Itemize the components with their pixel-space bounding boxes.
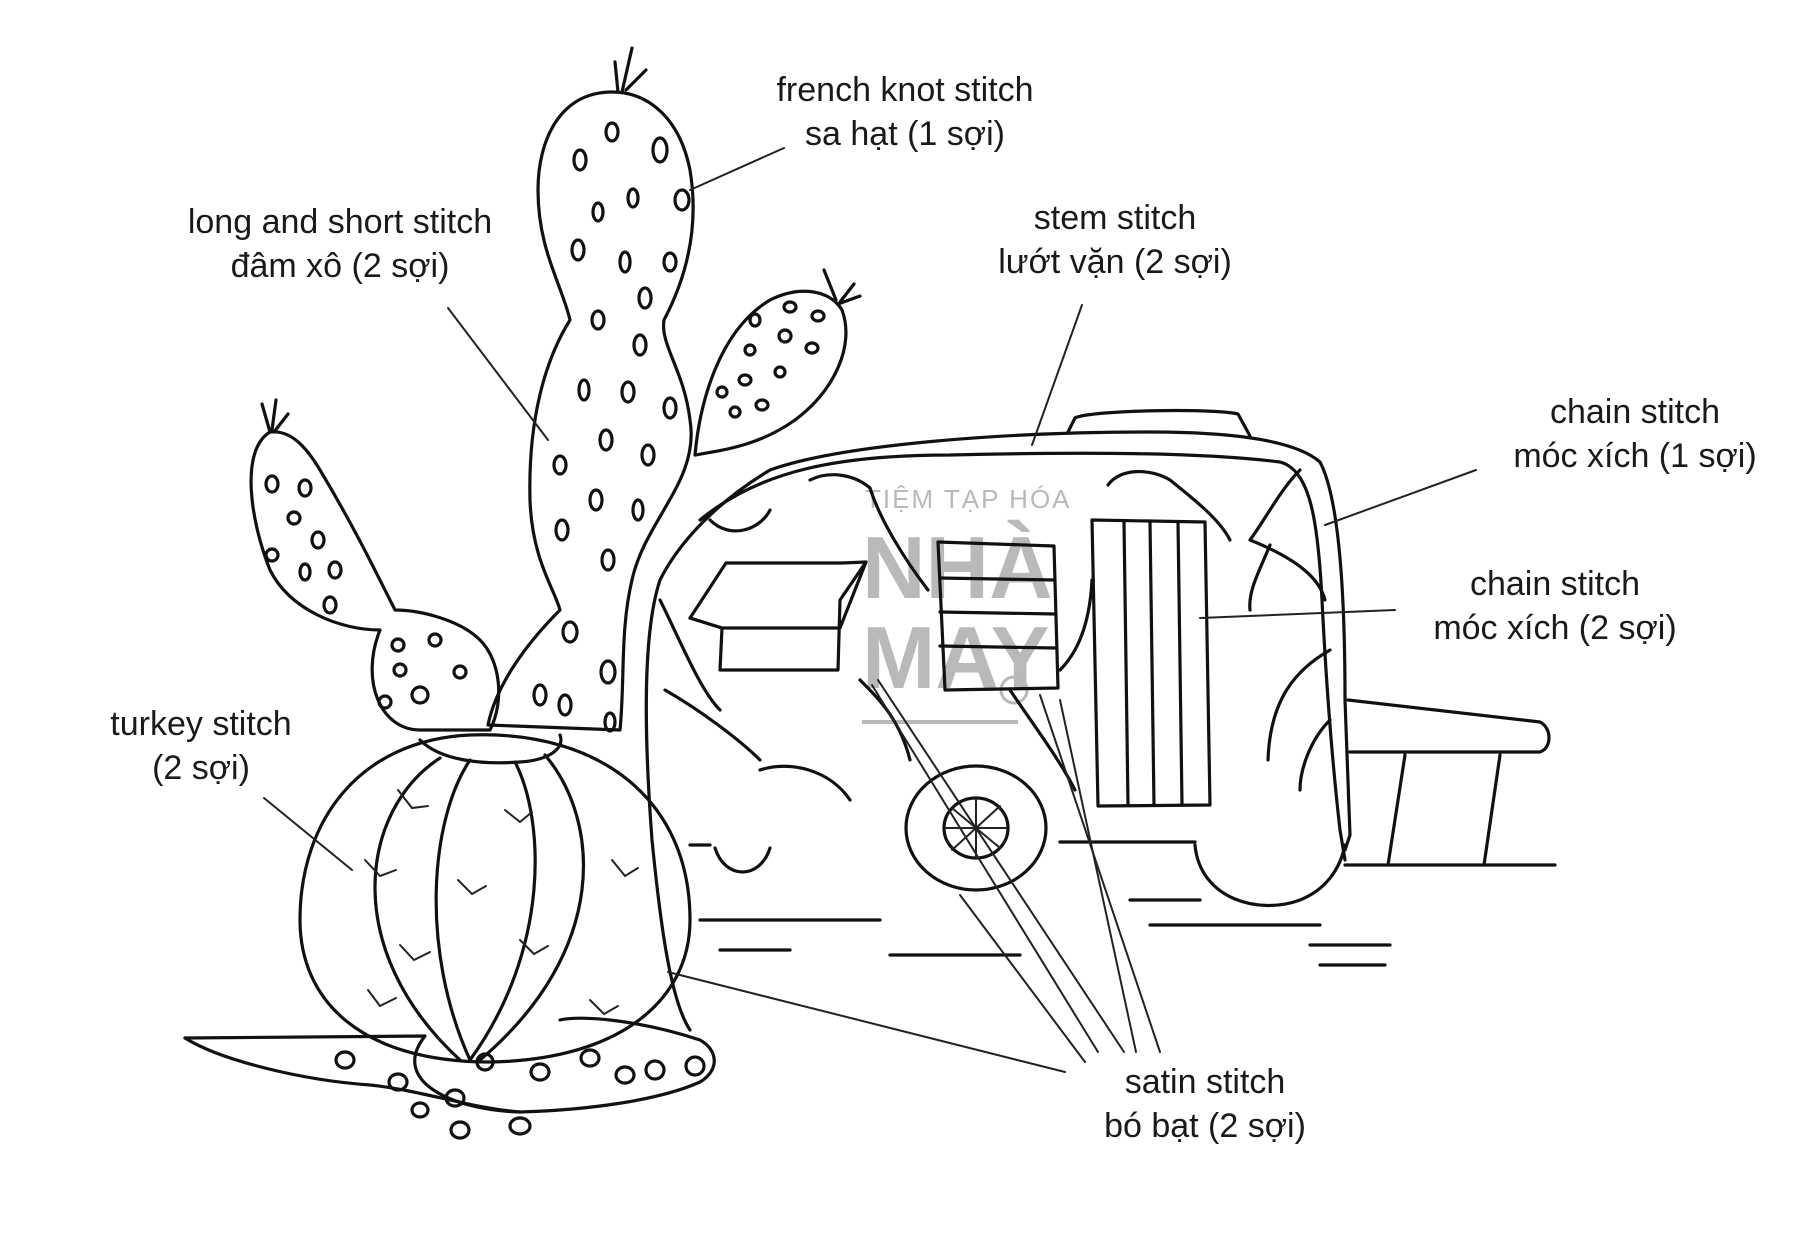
leader-lines	[263, 147, 1477, 1073]
ground-lines	[698, 898, 1392, 967]
label-chain-2: chain stitch móc xích (2 sợi)	[1420, 562, 1690, 650]
watermark-line1: TIỆM TẠP HÓA	[865, 484, 1072, 514]
label-chain-1-line2: móc xích (1 sợi)	[1513, 437, 1757, 475]
label-french-knot: french knot stitch sa hạt (1 sợi)	[770, 68, 1040, 156]
label-long-short: long and short stitch đâm xô (2 sợi)	[170, 200, 510, 288]
watermark-line2: NHÀ	[862, 518, 1053, 617]
leader-satin-5	[1039, 694, 1161, 1053]
label-turkey-line1: turkey stitch	[110, 705, 292, 743]
leader-turkey	[263, 797, 353, 871]
leader-satin-2	[871, 684, 1099, 1053]
label-long-short-line2: đâm xô (2 sợi)	[230, 247, 450, 285]
leader-satin-1	[667, 971, 1066, 1073]
label-stem: stem stitch lướt vặn (2 sợi)	[990, 196, 1240, 284]
label-stem-line1: stem stitch	[1033, 199, 1197, 237]
label-turkey-line2: (2 sợi)	[152, 749, 250, 787]
watermark-line3: MAY	[862, 608, 1049, 707]
label-long-short-line1: long and short stitch	[187, 203, 493, 241]
leader-satin-3	[877, 679, 1125, 1053]
van	[644, 408, 1557, 1032]
barrel-cactus	[183, 733, 716, 1140]
label-french-knot-line1: french knot stitch	[776, 71, 1034, 109]
tall-cactus	[486, 46, 695, 733]
label-satin-line1: satin stitch	[1124, 1063, 1286, 1101]
leader-stem	[1031, 304, 1083, 446]
leader-satin-4	[1059, 699, 1137, 1053]
leader-long-short	[447, 307, 549, 441]
label-french-knot-line2: sa hạt (1 sợi)	[805, 115, 1005, 153]
label-chain-2-line2: móc xích (2 sợi)	[1433, 609, 1677, 647]
label-chain-1: chain stitch móc xích (1 sợi)	[1505, 390, 1765, 478]
label-turkey: turkey stitch (2 sợi)	[90, 702, 312, 790]
label-satin-line2: bó bạt (2 sợi)	[1104, 1107, 1306, 1145]
leader-chain1	[1324, 469, 1477, 526]
right-paddle-cactus	[693, 268, 862, 457]
leader-satin-6	[959, 894, 1086, 1063]
label-satin: satin stitch bó bạt (2 sợi)	[1090, 1060, 1320, 1148]
watermark-logo: TIỆM TẠP HÓA NHÀ MAY	[862, 484, 1072, 724]
leader-french-knot	[689, 147, 785, 191]
label-chain-1-line1: chain stitch	[1549, 393, 1721, 431]
leader-chain2	[1199, 609, 1396, 619]
left-paddle-cactus	[249, 398, 501, 732]
label-chain-2-line1: chain stitch	[1469, 565, 1641, 603]
label-stem-line2: lướt vặn (2 sợi)	[998, 243, 1232, 281]
